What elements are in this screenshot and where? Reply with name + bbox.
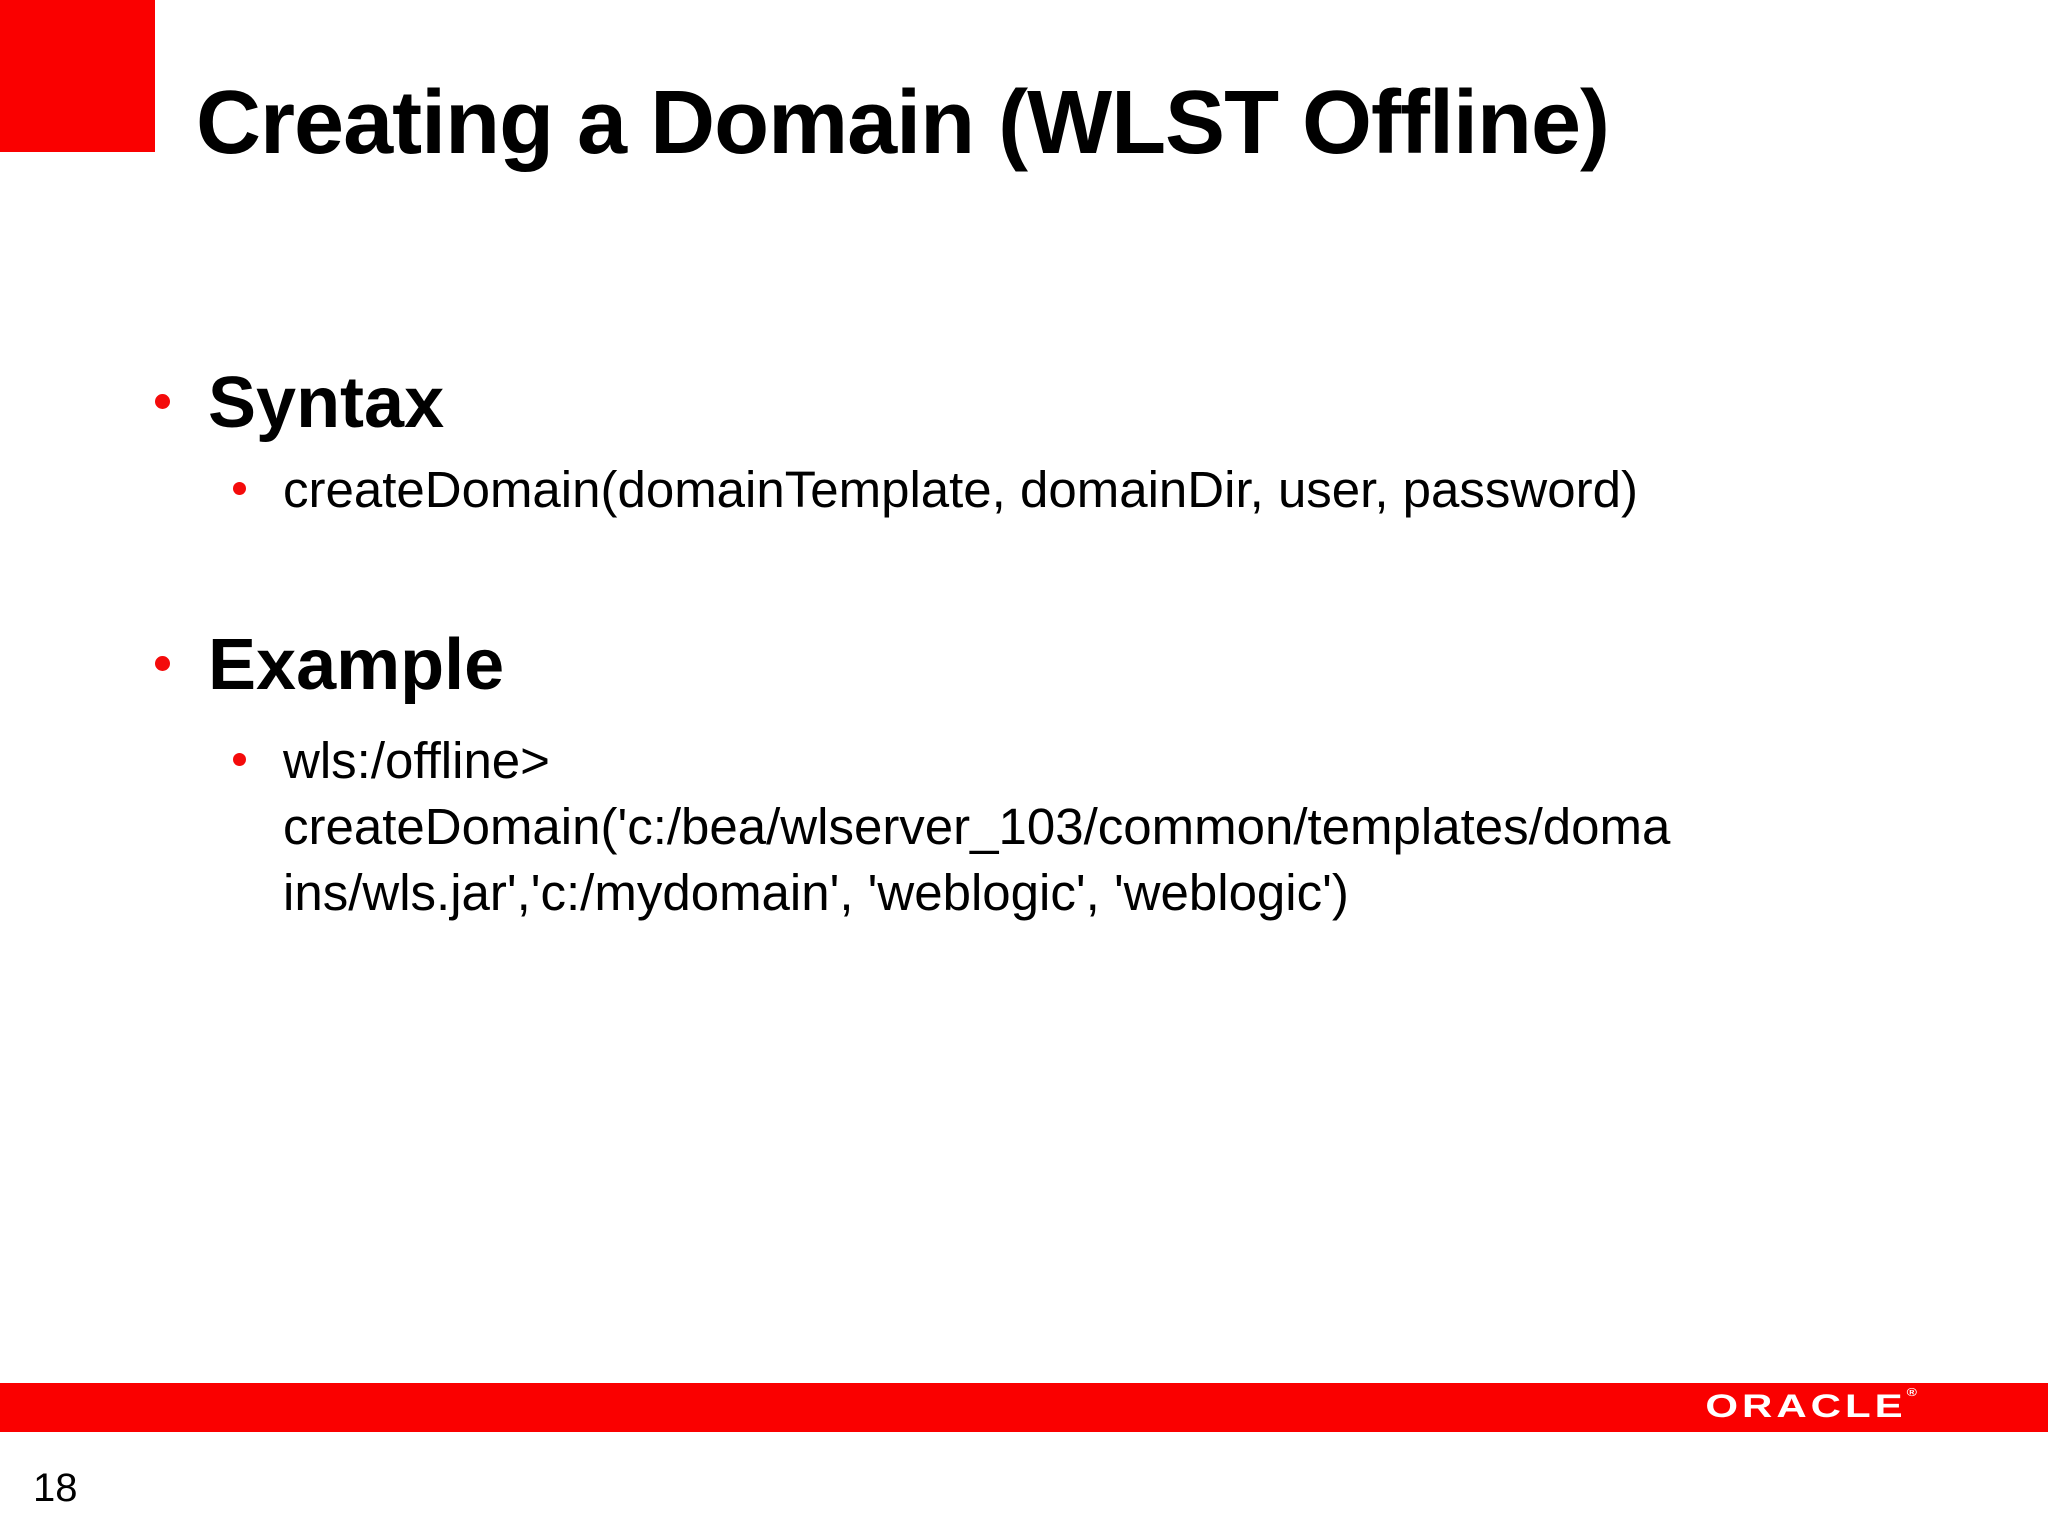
oracle-logo: ORACLE® [1705, 1385, 1917, 1424]
bullet-icon [233, 482, 246, 495]
bullet-item-example: Example [155, 629, 504, 701]
section-heading-example: Example [208, 625, 505, 705]
section-heading-syntax: Syntax [208, 363, 445, 443]
slide-title: Creating a Domain (WLST Offline) [196, 73, 1610, 173]
red-corner-square [0, 0, 155, 152]
footer-bar: ORACLE® [0, 1383, 2048, 1432]
page-number: 18 [33, 1466, 78, 1510]
syntax-code-text: createDomain(domainTemplate, domainDir, … [283, 461, 1638, 518]
bullet-icon [233, 753, 246, 766]
bullet-icon [155, 656, 170, 671]
oracle-logo-text: ORACLE [1705, 1387, 1907, 1424]
bullet-item-syntax-code: createDomain(domainTemplate, domainDir, … [233, 457, 1638, 523]
registered-trademark-icon: ® [1906, 1385, 1917, 1399]
example-code-text: wls:/offline> createDomain('c:/bea/wlser… [283, 732, 1671, 921]
bullet-item-syntax: Syntax [155, 367, 444, 439]
bullet-item-example-code: wls:/offline> createDomain('c:/bea/wlser… [233, 728, 1670, 926]
bullet-icon [155, 394, 170, 409]
